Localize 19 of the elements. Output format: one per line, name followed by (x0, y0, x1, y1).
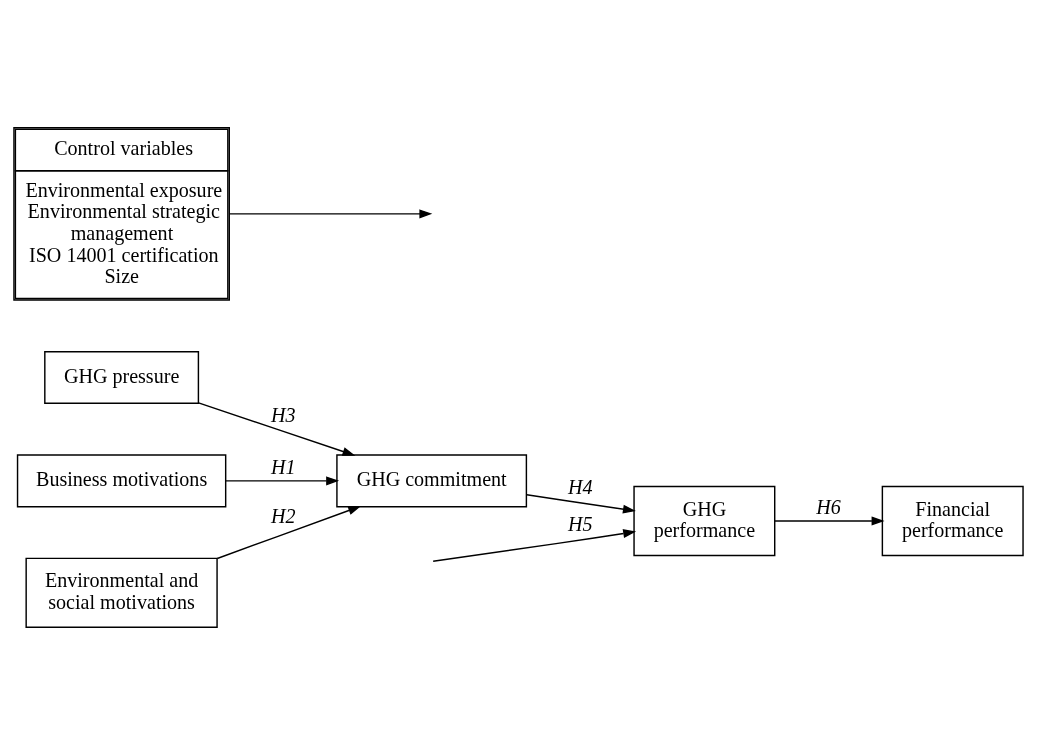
edge-label: H4 (568, 476, 593, 499)
edge-label: H3 (270, 404, 296, 427)
arrow (216, 506, 362, 560)
node-box: Business motivations (16, 454, 227, 508)
arrow (228, 209, 433, 219)
arrow (526, 494, 636, 514)
edge-label: H6 (816, 496, 841, 519)
node-box: Environmental and social motivations (25, 557, 218, 628)
arrow (774, 516, 885, 526)
arrow (197, 402, 356, 456)
arrow (432, 529, 637, 562)
edge-label: H1 (270, 455, 296, 478)
node-box: GHG performance (633, 485, 776, 557)
arrow (225, 476, 340, 486)
node-box: GHG pressure (44, 350, 200, 405)
edge-label: H5 (568, 513, 593, 536)
node-box: Financial performance (881, 485, 1024, 557)
edge-label: H2 (270, 504, 296, 527)
node-box: GHG commitment (336, 454, 528, 508)
